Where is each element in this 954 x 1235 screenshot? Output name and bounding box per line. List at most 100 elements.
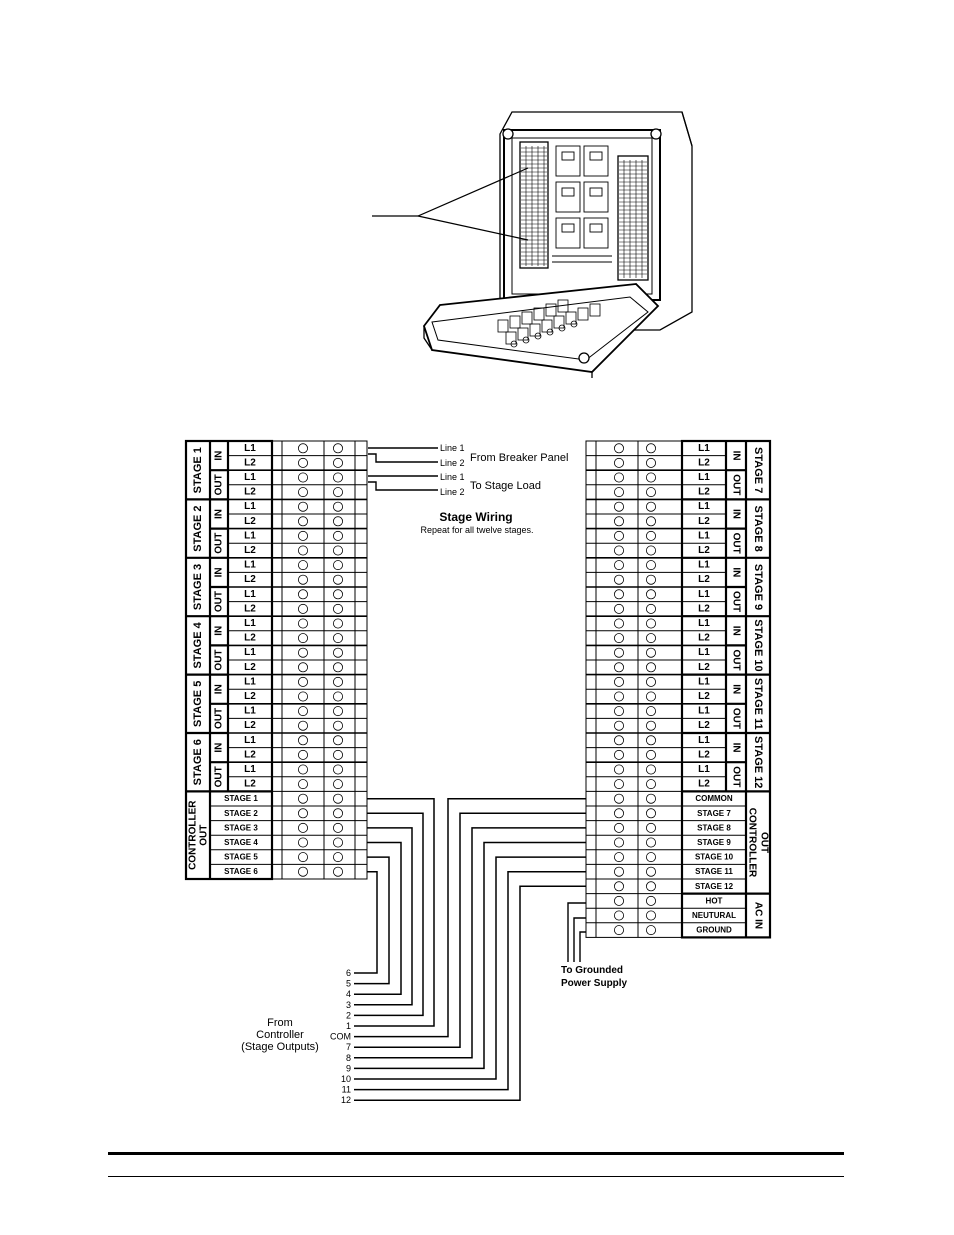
from-controller-caption: (Stage Outputs) <box>241 1041 319 1053</box>
controller-stage-label: COMMON <box>695 794 733 803</box>
controller-out-label: CONTROLLER <box>747 808 758 878</box>
terminal-screw-icon <box>646 487 657 498</box>
l1-label: L1 <box>698 443 710 454</box>
in-label: IN <box>731 626 742 636</box>
stage-label: STAGE 8 <box>752 505 764 551</box>
terminal-screw-icon <box>297 676 308 687</box>
l2-label: L2 <box>698 691 710 702</box>
wire <box>354 870 586 1091</box>
terminal-screw-icon <box>297 808 308 819</box>
in-label: IN <box>214 684 225 694</box>
terminal-screw-icon <box>297 633 308 644</box>
controller-terminal-label: 1 <box>346 1021 351 1031</box>
terminal-screw-icon <box>332 822 343 833</box>
terminal-screw-icon <box>332 735 343 746</box>
controller-stage-label: STAGE 11 <box>695 867 733 876</box>
terminal-screw-icon <box>646 720 657 731</box>
terminal-screw-icon <box>297 779 308 790</box>
stage-label: STAGE 1 <box>192 447 204 493</box>
l2-label: L2 <box>698 720 710 731</box>
terminal-screw-icon <box>614 676 625 687</box>
stage-label: STAGE 11 <box>752 678 764 730</box>
terminal-screw-icon <box>332 706 343 717</box>
l2-label: L2 <box>244 662 256 673</box>
l1-label: L1 <box>698 472 710 483</box>
terminal-screw-icon <box>614 691 625 702</box>
stage-label: STAGE 3 <box>192 564 204 610</box>
terminal-screw-icon <box>614 516 625 527</box>
ac-terminal-label: GROUND <box>696 926 732 935</box>
terminal-screw-icon <box>297 749 308 760</box>
terminal-screw-icon <box>646 764 657 775</box>
line-2-label: Line 2 <box>440 487 465 497</box>
terminal-screw-icon <box>332 472 343 483</box>
terminal-screw-icon <box>614 852 625 863</box>
stage-label: STAGE 9 <box>752 564 764 610</box>
l1-label: L1 <box>244 735 256 746</box>
controller-terminal-label: 12 <box>341 1095 351 1105</box>
terminal-screw-icon <box>646 530 657 541</box>
l2-label: L2 <box>698 633 710 644</box>
l1-label: L1 <box>244 706 256 717</box>
terminal-screw-icon <box>646 866 657 877</box>
terminal-screw-icon <box>297 691 308 702</box>
l2-label: L2 <box>698 545 710 556</box>
terminal-screw-icon <box>297 516 308 527</box>
l1-label: L1 <box>698 647 710 658</box>
terminal-screw-icon <box>614 457 625 468</box>
terminal-screw-icon <box>332 560 343 571</box>
terminal-screw-icon <box>646 589 657 600</box>
terminal-screw-icon <box>297 545 308 556</box>
terminal-screw-icon <box>646 501 657 512</box>
ac-terminal-label: HOT <box>706 896 723 905</box>
terminal-screw-icon <box>332 808 343 819</box>
terminal-screw-icon <box>646 676 657 687</box>
controller-terminal-label: 2 <box>346 1010 351 1020</box>
l2-label: L2 <box>244 779 256 790</box>
terminal-screw-icon <box>614 603 625 614</box>
controller-out-label: CONTROLLER <box>188 800 199 870</box>
l2-label: L2 <box>698 457 710 468</box>
wire <box>354 812 586 1048</box>
terminal-screw-icon <box>297 647 308 658</box>
l1-label: L1 <box>244 764 256 775</box>
controller-out-label: OUT <box>759 832 770 853</box>
l1-label: L1 <box>698 530 710 541</box>
terminal-screw-icon <box>332 501 343 512</box>
terminal-screw-icon <box>297 837 308 848</box>
l2-label: L2 <box>244 457 256 468</box>
terminal-screw-icon <box>332 749 343 760</box>
terminal-screw-icon <box>297 720 308 731</box>
terminal-screw-icon <box>614 472 625 483</box>
controller-stage-label: STAGE 9 <box>697 838 731 847</box>
terminal-screw-icon <box>646 808 657 819</box>
controller-terminal-label: 4 <box>346 989 351 999</box>
controller-terminal-label: 9 <box>346 1063 351 1073</box>
controller-stage-label: STAGE 2 <box>224 809 258 818</box>
terminal-screw-icon <box>646 706 657 717</box>
out-label: OUT <box>214 474 225 495</box>
l1-label: L1 <box>244 589 256 600</box>
l1-label: L1 <box>698 501 710 512</box>
terminal-screw-icon <box>646 691 657 702</box>
terminal-screw-icon <box>332 603 343 614</box>
terminal-screw-icon <box>614 545 625 556</box>
l1-label: L1 <box>698 735 710 746</box>
terminal-screw-icon <box>614 895 625 906</box>
controller-wires <box>354 797 586 1101</box>
l1-label: L1 <box>244 560 256 571</box>
controller-terminal-label: 8 <box>346 1053 351 1063</box>
controller-stage-label: STAGE 3 <box>224 823 258 832</box>
terminal-screw-icon <box>614 866 625 877</box>
controller-stage-label: STAGE 7 <box>697 809 731 818</box>
terminal-screw-icon <box>332 516 343 527</box>
terminal-screw-icon <box>297 822 308 833</box>
terminal-screw-icon <box>646 793 657 804</box>
l2-label: L2 <box>698 603 710 614</box>
terminal-screw-icon <box>646 895 657 906</box>
terminal-screw-icon <box>297 764 308 775</box>
stage-label: STAGE 4 <box>192 621 204 668</box>
stage-label: STAGE 2 <box>192 505 204 551</box>
